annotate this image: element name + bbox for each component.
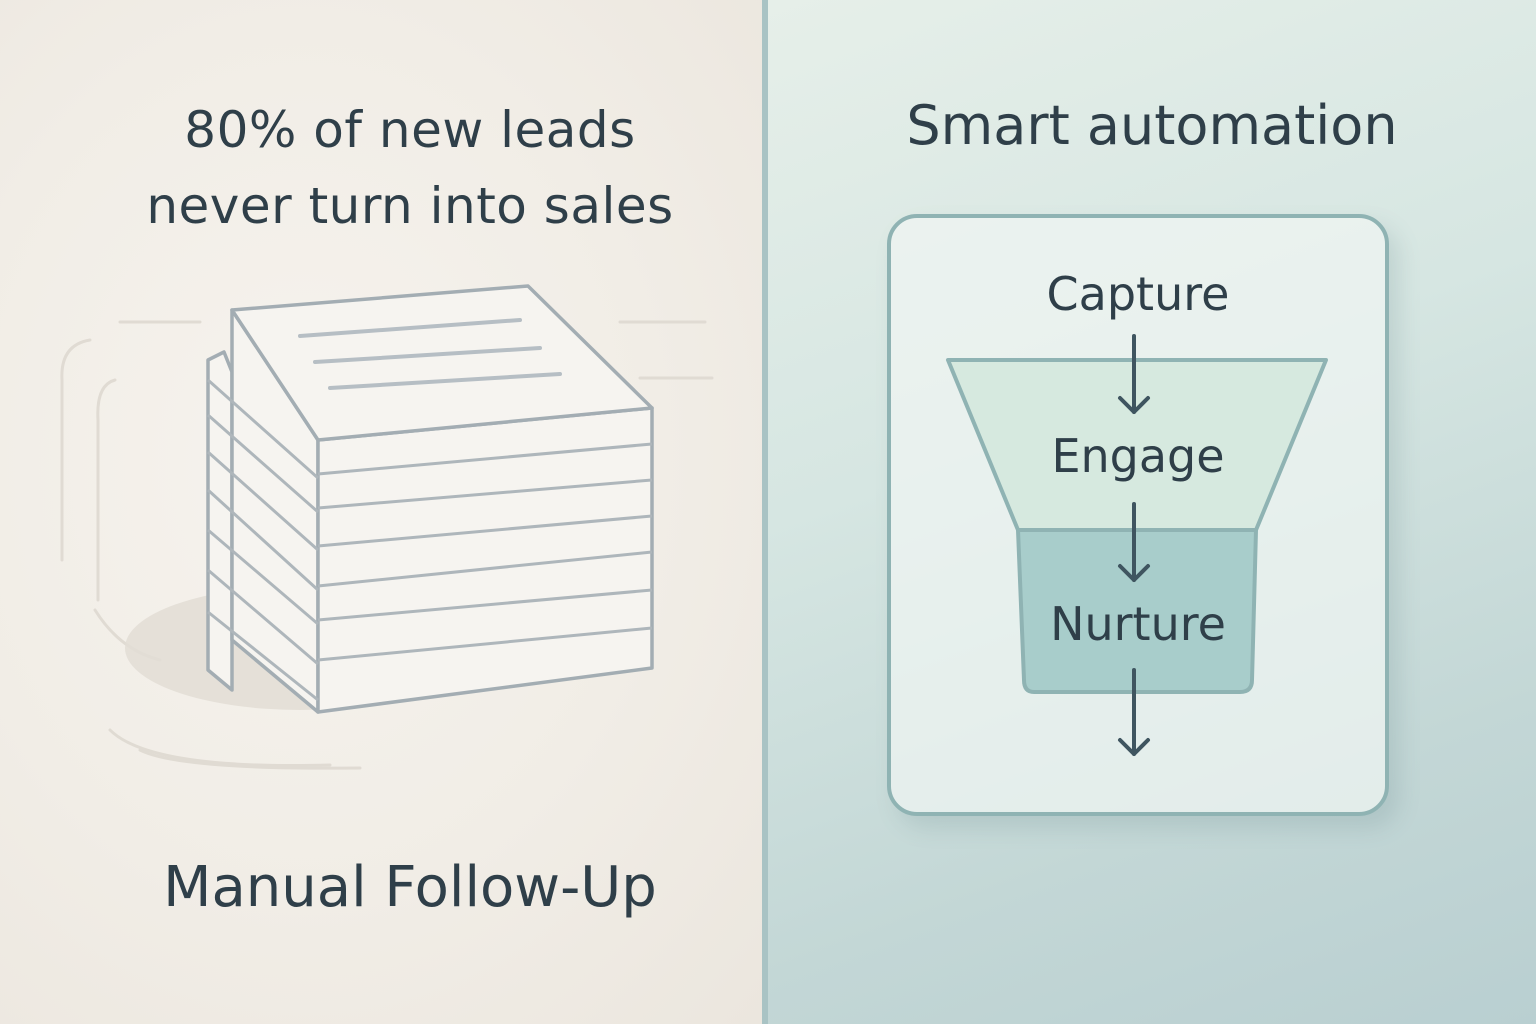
sheet-text-lines	[298, 318, 562, 390]
arrow-down-icon	[1118, 334, 1150, 414]
stage-label-engage: Engage	[1051, 429, 1225, 483]
left-heading: 80% of new leads never turn into sales	[60, 92, 760, 244]
arrow-down-icon	[1118, 502, 1150, 582]
paper-stack-icon	[60, 284, 714, 770]
left-heading-line: never turn into sales	[146, 177, 674, 235]
left-footer-label: Manual Follow-Up	[163, 855, 657, 920]
page-edges	[206, 378, 653, 702]
stage-label-capture: Capture	[1046, 267, 1230, 321]
stage-label-nurture: Nurture	[1050, 597, 1226, 651]
panel-divider	[762, 0, 768, 1024]
left-heading-line: 80% of new leads	[184, 101, 636, 159]
arrow-down-icon	[1118, 668, 1150, 756]
funnel-bottom	[1016, 528, 1258, 694]
right-heading: Smart automation	[906, 94, 1398, 157]
